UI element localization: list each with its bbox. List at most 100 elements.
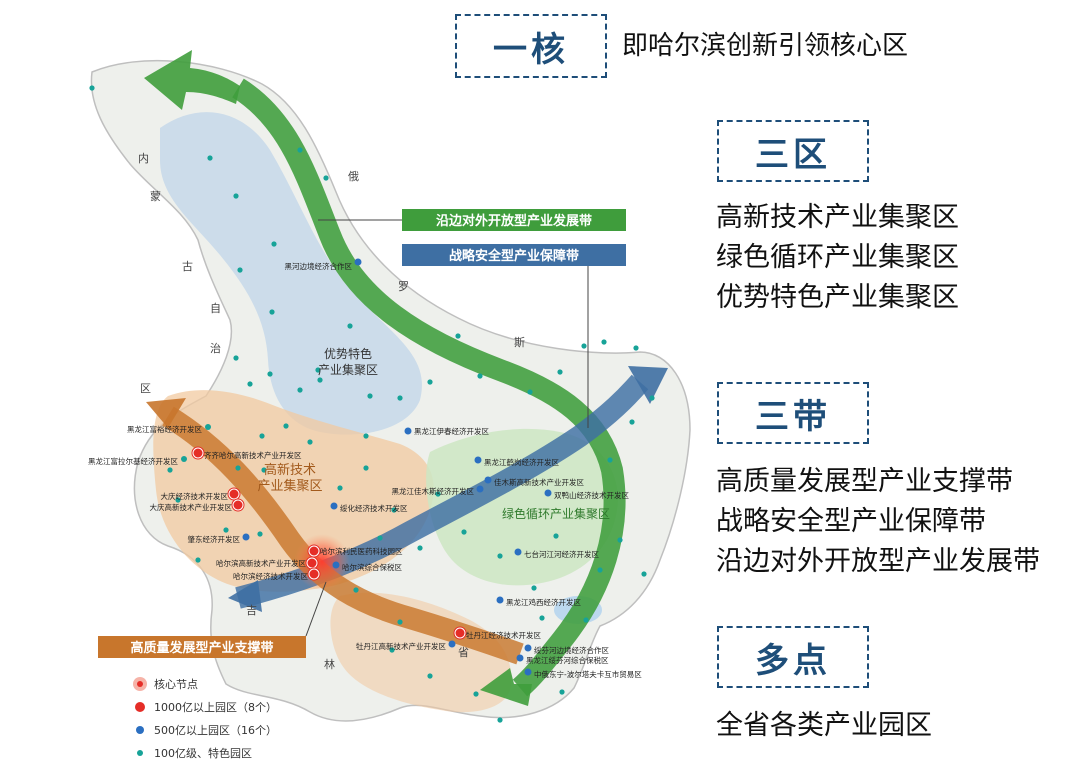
minor-park-dot: [633, 345, 639, 351]
park-label: 哈尔滨高新技术产业开发区: [216, 558, 306, 568]
zone-item-green: 绿色循环产业集聚区: [716, 242, 959, 273]
park-label: 七台河江河经济开发区: [524, 549, 599, 559]
zone-item-advantage: 优势特色产业集聚区: [716, 282, 959, 313]
park-label: 黑龙江富裕经济开发区: [127, 424, 202, 434]
belt-item-security: 战略安全型产业保障带: [716, 506, 986, 537]
minor-park-dot: [233, 355, 239, 361]
minor-park-dot: [649, 395, 655, 401]
park-marker: 黑龙江佳木斯经济开发区: [392, 485, 484, 496]
park-marker: 佳木斯高新技术产业开发区: [484, 476, 584, 487]
border-belt-arrow-s: [480, 668, 532, 706]
park-dot: [474, 456, 482, 464]
minor-park-dot: [207, 155, 213, 161]
advantage-zone-label-1: 优势特色: [324, 346, 372, 361]
park-dot: [330, 502, 338, 510]
minor-park-dot: [175, 497, 181, 503]
park-marker: 黑龙江鸡西经济开发区: [496, 596, 581, 607]
minor-park-dot: [195, 557, 201, 563]
park-dot: [484, 476, 492, 484]
legend-100: 100亿级、特色园区: [126, 741, 326, 764]
park-dot: [455, 628, 465, 638]
minor-park-dot: [427, 379, 433, 385]
minor-park-dot: [389, 647, 395, 653]
park-label: 黑龙江鹤岗经济开发区: [484, 457, 559, 467]
legend-1000-label: 1000亿以上园区（8个）: [154, 700, 277, 714]
park-dot: [404, 427, 412, 435]
minor-park-dot: [557, 369, 563, 375]
minor-park-dot: [641, 571, 647, 577]
neighbor-label-jilin: 林: [324, 657, 335, 671]
minor-park-dot: [527, 389, 533, 395]
minor-park-dot: [317, 377, 323, 383]
park-label: 黑龙江富拉尔基经济开发区: [88, 456, 178, 466]
park-dot: [307, 558, 317, 568]
park-label: 黑龙江绥芬河综合保税区: [526, 655, 609, 665]
park-dot: [205, 424, 211, 430]
park-label: 中俄东宁-波尔塔夫卡互市贸易区: [534, 669, 642, 679]
minor-park-dot: [267, 371, 273, 377]
border-belt-arrow-nw: [144, 50, 240, 110]
park-marker: 黑龙江富拉尔基经济开发区: [88, 456, 187, 466]
minor-park-dot: [391, 507, 397, 513]
quality-belt-arrow-nw: [146, 398, 186, 428]
legend-1000: 1000亿以上园区（8个）: [126, 695, 326, 718]
belts-box-label: 三带: [755, 396, 831, 437]
advantage-zone-label-2: 产业集聚区: [318, 362, 378, 377]
minor-park-dots: [89, 85, 655, 723]
security-belt-banner: 战略安全型产业保障带: [449, 248, 579, 264]
park-label: 哈尔滨利民医药科技园区: [320, 546, 403, 556]
quality-banner-leader: [305, 581, 327, 637]
park-marker: 哈尔滨经济技术开发区: [233, 567, 321, 581]
park-dot: [524, 668, 532, 676]
neighbor-label-russia: 俄: [348, 170, 359, 183]
south-orange-zone-shape: [330, 592, 512, 713]
park-dot: [544, 489, 552, 497]
minor-park-dot: [397, 395, 403, 401]
park-label: 牡丹江经济技术开发区: [466, 630, 541, 640]
minor-park-dot: [559, 689, 565, 695]
neighbor-label-russia: 罗: [398, 280, 409, 293]
minor-park-dot: [367, 393, 373, 399]
park-marker: 双鸭山经济技术开发区: [544, 489, 629, 500]
park-marker: 齐齐哈尔高新技术产业开发区: [191, 446, 302, 460]
minor-park-dot: [553, 533, 559, 539]
park-dot: [476, 485, 484, 493]
security-belt-banner-bg: [402, 244, 626, 266]
minor-park-dot: [257, 531, 263, 537]
minor-park-dot: [377, 535, 383, 541]
minor-park-dot: [353, 587, 359, 593]
park-dot: [193, 448, 203, 458]
park-label: 哈尔滨经济技术开发区: [233, 571, 308, 581]
minor-park-dot: [167, 467, 173, 473]
minor-park-dot: [271, 241, 277, 247]
park-marker: 牡丹江经济技术开发区: [453, 626, 541, 640]
legend-500-label: 500亿以上园区（16个）: [154, 723, 277, 737]
legend-core-node-label: 核心节点: [154, 677, 198, 691]
minor-park-dot: [89, 85, 95, 91]
hitech-zone-shape: [153, 390, 434, 592]
park-dot: [524, 644, 532, 652]
legend-core-node: 核心节点: [126, 672, 326, 695]
park-marker: 大庆经济技术开发区: [161, 487, 241, 501]
minor-park-dot: [297, 387, 303, 393]
park-label: 黑河边境经济合作区: [285, 261, 353, 271]
belt-item-border: 沿边对外开放型产业发展带: [716, 546, 1040, 577]
minor-park-dot: [363, 433, 369, 439]
core-box-label: 一核: [493, 29, 569, 70]
park-marker: 牡丹江高新技术产业开发区: [356, 640, 456, 651]
park-label: 双鸭山经济技术开发区: [554, 490, 629, 500]
minor-park-dot: [235, 465, 241, 471]
park-marker: 哈尔滨综合保税区: [332, 561, 402, 572]
minor-park-dot: [539, 615, 545, 621]
park-label: 黑龙江佳木斯经济开发区: [392, 486, 475, 496]
minor-park-dot: [531, 585, 537, 591]
park-label: 绥化经济技术开发区: [340, 503, 408, 513]
border-belt-band: [231, 78, 626, 697]
green-zone-shape: [426, 428, 618, 586]
border-belt-banner: 沿边对外开放型产业发展带: [436, 213, 592, 229]
minor-park-dot: [473, 691, 479, 697]
park-label: 黑龙江鸡西经济开发区: [506, 597, 581, 607]
minor-park-dot: [397, 619, 403, 625]
